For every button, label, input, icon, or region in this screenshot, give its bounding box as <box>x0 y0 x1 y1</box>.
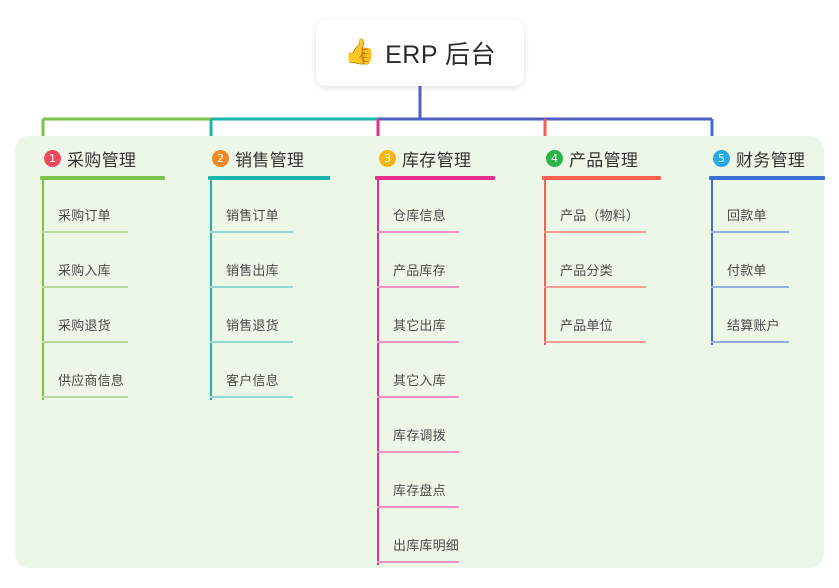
list-item-underline <box>377 451 459 453</box>
list-item-underline <box>544 231 646 233</box>
list-item-underline <box>210 286 293 288</box>
list-item-label: 其它入库 <box>393 373 446 388</box>
list-item-label: 出库库明细 <box>393 538 460 553</box>
list-item[interactable]: 其它入库 <box>377 345 459 400</box>
column-header-1[interactable]: 1 采购管理 <box>22 146 136 170</box>
thumbs-up-icon: 👍 <box>343 38 376 66</box>
list-item-label: 产品单位 <box>560 318 613 333</box>
column-header-5[interactable]: 5 财务管理 <box>691 146 805 170</box>
column-underline-4 <box>542 176 661 180</box>
column-title-1: 采购管理 <box>67 150 137 170</box>
column-header-3[interactable]: 3 库存管理 <box>357 146 471 170</box>
list-item-label: 付款单 <box>727 263 767 278</box>
list-item[interactable]: 销售订单 <box>210 180 293 235</box>
column-title-5: 财务管理 <box>736 150 806 170</box>
list-item-underline <box>544 286 646 288</box>
list-item-label: 产品库存 <box>393 263 446 278</box>
list-item[interactable]: 销售退货 <box>210 290 293 345</box>
list-item[interactable]: 付款单 <box>711 235 789 290</box>
list-item-underline <box>42 286 128 288</box>
list-item-underline <box>377 231 459 233</box>
list-item-label: 销售出库 <box>226 263 279 278</box>
column-badge-5: 5 <box>713 149 730 167</box>
list-item[interactable]: 客户信息 <box>210 345 293 400</box>
list-item[interactable]: 仓库信息 <box>377 180 459 235</box>
list-item-underline <box>210 231 293 233</box>
list-item[interactable]: 销售出库 <box>210 235 293 290</box>
column-title-3: 库存管理 <box>402 150 472 170</box>
column-title-4: 产品管理 <box>569 150 639 170</box>
list-item-label: 销售订单 <box>226 208 279 223</box>
column-trunk-5 <box>711 180 713 345</box>
list-item[interactable]: 出库库明细 <box>377 510 459 565</box>
list-item-label: 采购退货 <box>58 318 111 333</box>
root-title: ERP 后台 <box>385 40 497 69</box>
column-underline-3 <box>375 176 495 180</box>
column-title-2: 销售管理 <box>235 150 305 170</box>
column-underline-1 <box>40 176 165 180</box>
column-trunk-4 <box>544 180 546 345</box>
list-item-label: 采购入库 <box>58 263 111 278</box>
list-item-label: 库存调拨 <box>393 428 446 443</box>
list-item-label: 供应商信息 <box>58 373 125 388</box>
list-item-label: 采购订单 <box>58 208 111 223</box>
list-item[interactable]: 产品分类 <box>544 235 646 290</box>
list-item-underline <box>377 561 459 563</box>
list-item[interactable]: 产品库存 <box>377 235 459 290</box>
list-item[interactable]: 库存盘点 <box>377 455 459 510</box>
column-badge-3: 3 <box>379 149 396 167</box>
list-item[interactable]: 回款单 <box>711 180 789 235</box>
column-1: 1 采购管理采购订单采购入库采购退货供应商信息 <box>22 146 165 400</box>
column-5: 5 财务管理回款单付款单结算账户 <box>691 146 825 345</box>
column-4: 4 产品管理产品（物料） 产品分类产品单位 <box>524 146 661 345</box>
list-item[interactable]: 供应商信息 <box>42 345 128 400</box>
column-badge-2: 2 <box>212 149 229 167</box>
list-item[interactable]: 库存调拨 <box>377 400 459 455</box>
column-trunk-1 <box>42 180 44 400</box>
list-item-underline <box>377 286 459 288</box>
column-underline-5 <box>709 176 825 180</box>
list-item-underline <box>377 341 459 343</box>
column-badge-1: 1 <box>44 149 61 167</box>
list-item-label: 仓库信息 <box>393 208 446 223</box>
list-item-label: 回款单 <box>727 208 767 223</box>
column-underline-2 <box>208 176 330 180</box>
list-item[interactable]: 结算账户 <box>711 290 789 345</box>
list-item-label: 结算账户 <box>727 318 780 333</box>
column-badge-4: 4 <box>546 149 563 167</box>
list-item-underline <box>544 341 646 343</box>
list-item-underline <box>42 341 128 343</box>
column-trunk-2 <box>210 180 212 400</box>
list-item[interactable]: 其它出库 <box>377 290 459 345</box>
list-item-underline <box>711 231 789 233</box>
diagram-panel <box>15 136 824 568</box>
column-header-2[interactable]: 2 销售管理 <box>190 146 304 170</box>
column-header-4[interactable]: 4 产品管理 <box>524 146 638 170</box>
list-item[interactable]: 采购订单 <box>42 180 128 235</box>
list-item-underline <box>42 231 128 233</box>
list-item-label: 产品（物料） <box>560 208 640 223</box>
list-item-underline <box>711 341 789 343</box>
column-3: 3 库存管理仓库信息产品库存其它出库其它入库库存调拨库存盘点出库库明细 <box>357 146 495 565</box>
list-item-label: 客户信息 <box>226 373 279 388</box>
column-trunk-3 <box>377 180 379 565</box>
list-item-label: 其它出库 <box>393 318 446 333</box>
list-item-label: 销售退货 <box>226 318 279 333</box>
column-2: 2 销售管理销售订单销售出库销售退货客户信息 <box>190 146 330 400</box>
list-item-label: 库存盘点 <box>393 483 446 498</box>
list-item-label: 产品分类 <box>560 263 613 278</box>
list-item[interactable]: 采购入库 <box>42 235 128 290</box>
list-item-underline <box>377 506 459 508</box>
root-node[interactable]: 👍 ERP 后台 <box>316 19 524 86</box>
list-item[interactable]: 产品（物料） <box>544 180 646 235</box>
list-item-underline <box>210 341 293 343</box>
list-item-underline <box>210 396 293 398</box>
list-item[interactable]: 采购退货 <box>42 290 128 345</box>
list-item-underline <box>377 396 459 398</box>
list-item-underline <box>42 396 128 398</box>
list-item[interactable]: 产品单位 <box>544 290 646 345</box>
list-item-underline <box>711 286 789 288</box>
